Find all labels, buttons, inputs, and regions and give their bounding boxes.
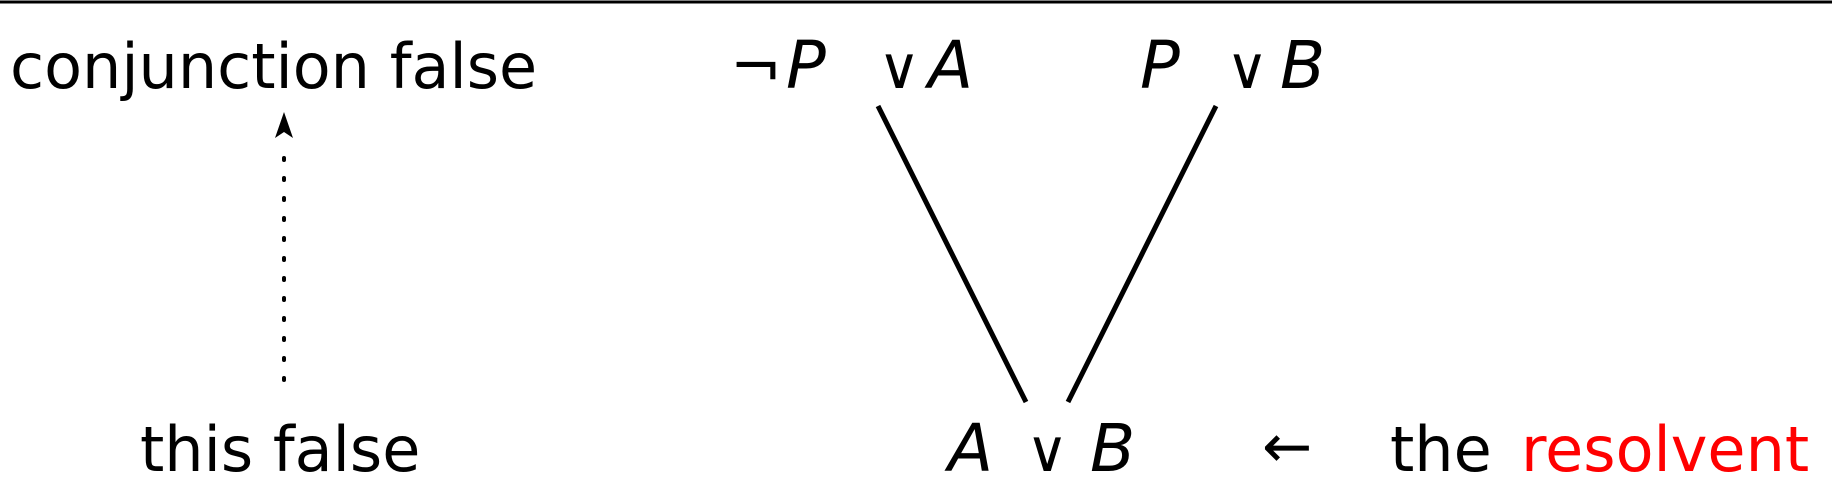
edge-left-premise-to-resolvent [875,104,1029,404]
annotation-prefix: the [1390,413,1492,486]
this-false-label: this false [140,413,420,486]
annotation-resolvent-word: resolvent [1521,413,1809,486]
premise-right-or: ∨ [1226,34,1268,102]
resolvent-var-a: A [944,410,993,487]
premise-left-or: ∨ [878,34,920,102]
premise-right-var-b: B [1280,27,1325,104]
negation-symbol: ¬ [730,30,782,103]
premise-left-var-p: P [786,27,826,104]
left-arrow-icon: ← [1262,412,1312,482]
resolvent-or: ∨ [1026,417,1068,485]
resolvent-annotation: ← the resolvent [1262,412,1809,486]
conjunction-false-label: conjunction false [10,30,537,103]
premise-left-clause: ¬ P ∨ A [730,27,973,104]
resolvent-clause: A ∨ B [944,410,1135,487]
edge-right-premise-to-resolvent [1065,104,1219,404]
premise-right-var-p: P [1140,27,1180,104]
dotted-arrow-head [275,112,293,138]
premise-right-clause: P ∨ B [1140,27,1325,104]
premise-left-var-a: A [924,27,973,104]
resolvent-var-b: B [1090,410,1135,487]
